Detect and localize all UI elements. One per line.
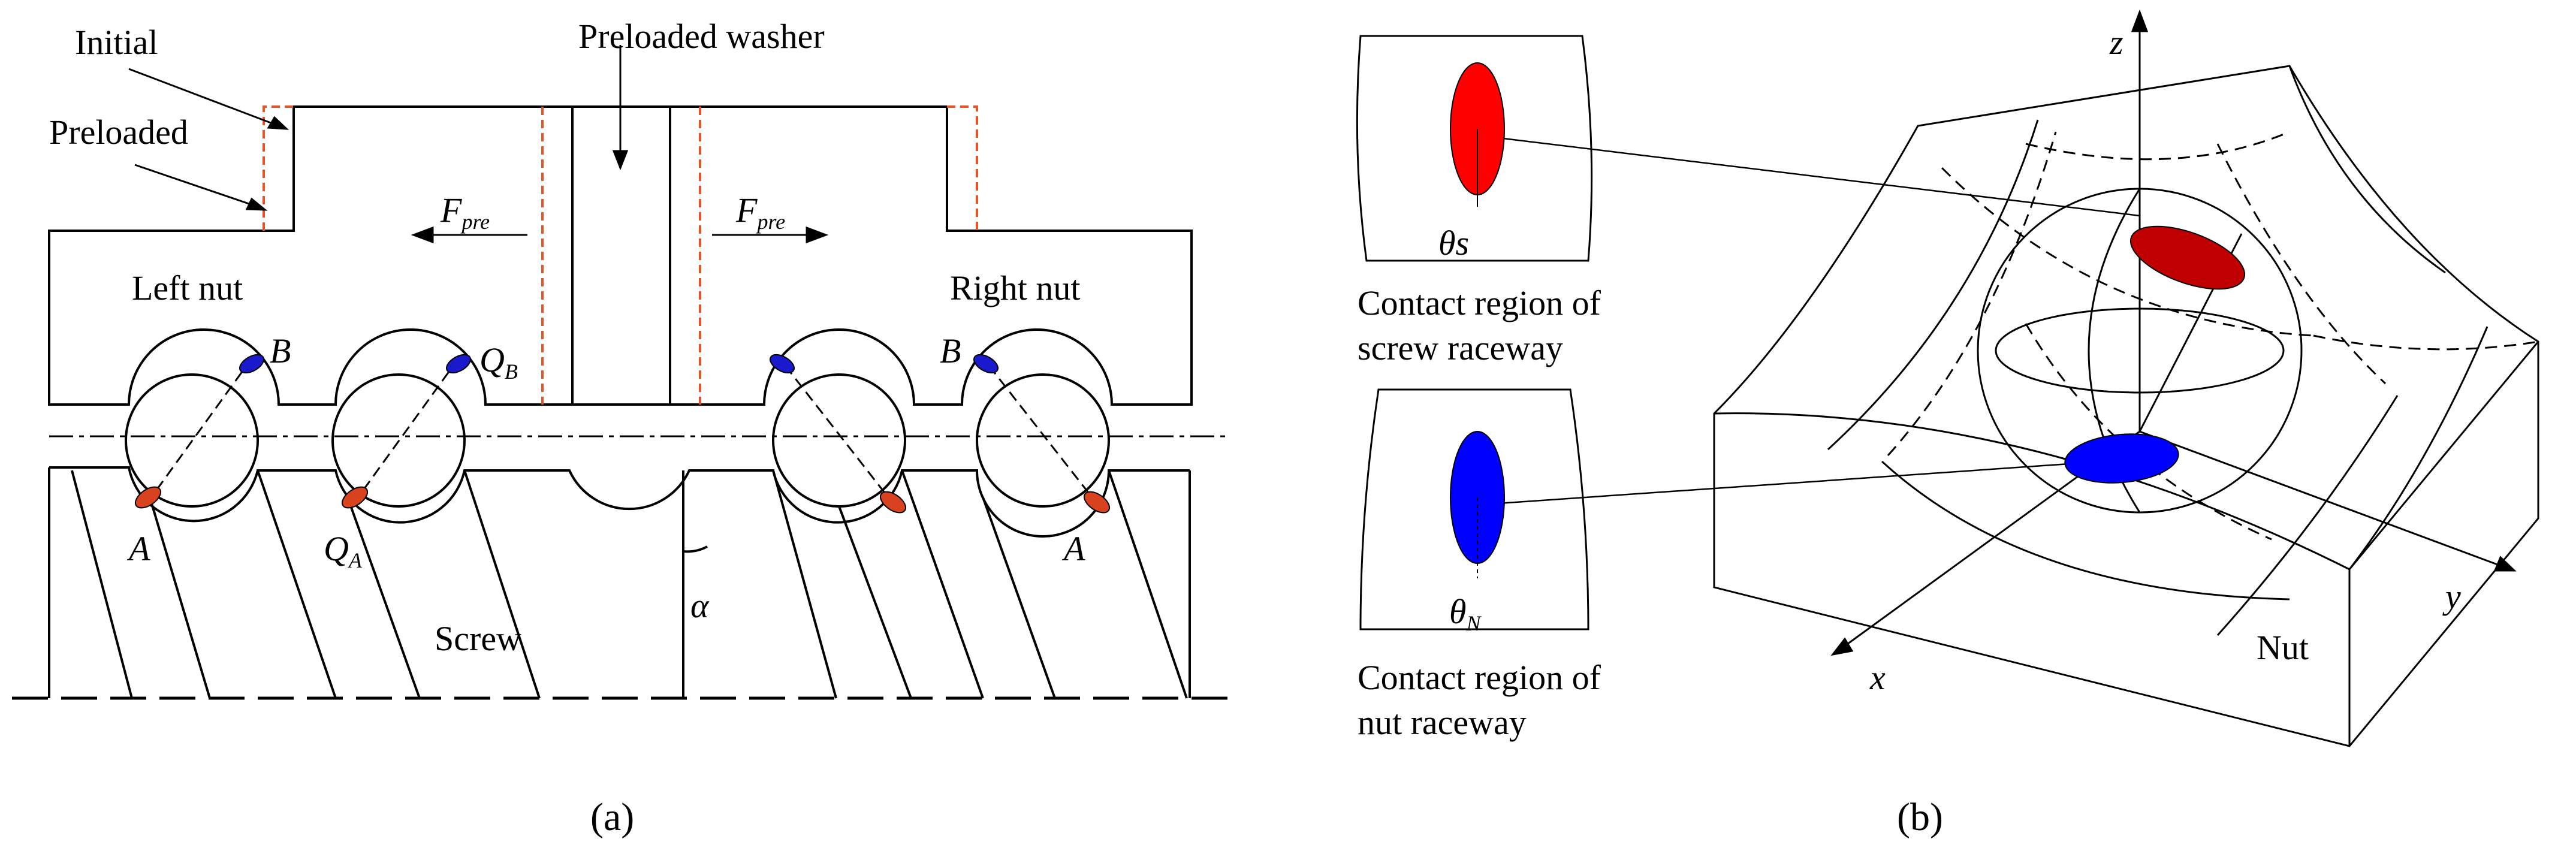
label-fpre-left: Fpre — [440, 191, 490, 234]
axes-3d — [1830, 9, 2517, 656]
caption-a: (a) — [590, 795, 634, 839]
nut-block-right-top — [2348, 341, 2539, 570]
x-axis-arrow — [1830, 637, 1854, 656]
ball-4 — [976, 373, 1110, 508]
panel-a-text: Initial Preloaded Preloaded washer Left … — [49, 17, 1085, 839]
raceway-groove-2 — [2216, 395, 2399, 636]
connector-nut — [1498, 460, 2104, 505]
label-preloaded: Preloaded — [49, 113, 188, 152]
label-alpha: α — [690, 586, 710, 625]
label-y-axis: y — [2442, 577, 2461, 616]
contact-a-3 — [1083, 491, 1111, 514]
panel-b — [1356, 9, 2539, 747]
raceway-groove-3 — [1881, 460, 2290, 600]
z-axis-arrow — [2131, 9, 2149, 32]
nut-contact-3d — [2064, 433, 2179, 484]
label-theta-n: θN — [1449, 592, 1482, 635]
label-b-1: B — [270, 331, 291, 370]
leader-lines — [128, 45, 629, 211]
label-nut-region-1: Contact region of — [1358, 658, 1601, 697]
contact-ellipses-b — [1450, 62, 2246, 578]
label-nut-region-2: nut raceway — [1358, 703, 1527, 742]
label-a-1: A — [126, 529, 150, 568]
raceway-groove-1 — [1827, 119, 2039, 451]
label-fpre-right: Fpre — [735, 191, 785, 234]
ball-3 — [772, 373, 906, 508]
contact-qb-1 — [446, 354, 471, 374]
raceway-dashed — [1887, 131, 2539, 541]
label-theta-s: θs — [1438, 224, 1469, 262]
ball-1 — [125, 373, 259, 508]
inset-screw-region — [1356, 35, 1593, 262]
contact-b-3 — [973, 354, 999, 374]
raceway-groove-4 — [2288, 65, 2446, 274]
raceway-groove-5 — [2348, 326, 2488, 570]
screw-threads — [71, 470, 1188, 699]
nut-block-outline — [1713, 65, 2539, 747]
alpha-arc — [683, 545, 708, 553]
initial-outline — [263, 105, 978, 405]
force-arrows — [411, 226, 829, 244]
contact-ellipses-a — [134, 354, 1111, 514]
label-x-axis: x — [1869, 658, 1886, 697]
label-screw-region-2: screw raceway — [1358, 328, 1563, 367]
label-left-nut: Left nut — [132, 268, 243, 307]
ball-2 — [331, 373, 466, 508]
contact-a-2 — [879, 491, 907, 514]
y-axis-line — [2139, 430, 2503, 568]
panel-a — [12, 45, 1229, 700]
contact-lines — [146, 362, 1098, 504]
inset-nut-region — [1359, 388, 1589, 630]
connector-screw — [1498, 137, 2140, 217]
label-initial: Initial — [75, 23, 158, 62]
contact-qa-1 — [341, 486, 369, 509]
caption-b: (b) — [1897, 795, 1943, 839]
label-b-2: B — [940, 331, 961, 370]
screw-profile — [49, 466, 1190, 538]
label-a-2: A — [1061, 529, 1085, 568]
label-screw: Screw — [435, 619, 521, 658]
label-nut: Nut — [2257, 628, 2309, 667]
left-nut-body — [48, 105, 574, 406]
label-screw-region-1: Contact region of — [1358, 283, 1601, 322]
label-qa: QA — [324, 529, 363, 572]
panel-b-text: z y x Nut θs θN Contact region of screw … — [1358, 23, 2461, 839]
right-nut-body — [669, 105, 1193, 406]
contact-b-2 — [770, 354, 795, 374]
label-qb: QB — [479, 340, 518, 384]
label-right-nut: Right nut — [950, 268, 1081, 307]
screw-contact-3d — [2129, 225, 2246, 290]
y-axis-arrow — [2493, 556, 2517, 572]
contact-a-1 — [134, 486, 162, 509]
label-z-axis: z — [2109, 23, 2123, 62]
label-preloaded-washer: Preloaded washer — [578, 17, 825, 56]
nut-block-front-top — [1714, 412, 2351, 746]
contact-b-1 — [239, 354, 264, 374]
